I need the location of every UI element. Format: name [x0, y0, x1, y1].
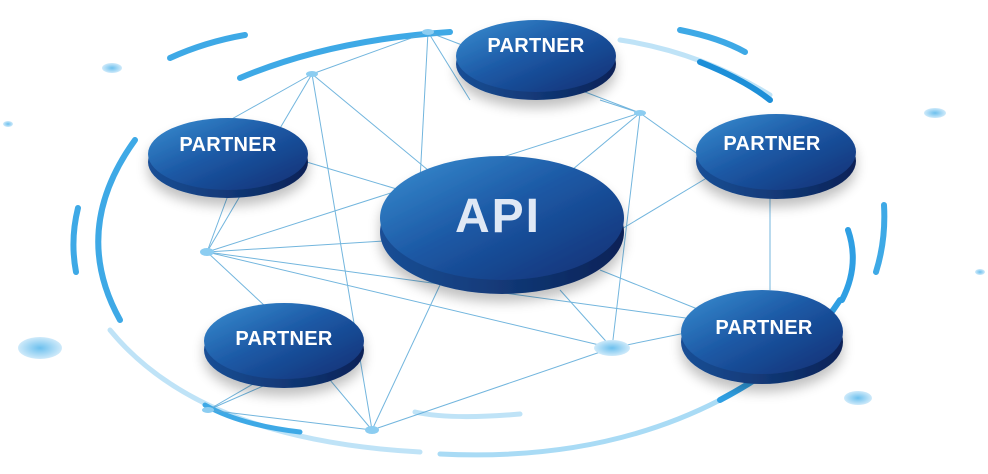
orbit-arc-bottom — [437, 397, 723, 458]
orbit-arc-far-left — [70, 205, 81, 275]
orbit-arc-right — [839, 227, 856, 303]
floating-dot — [102, 63, 122, 73]
floating-dots — [3, 63, 985, 405]
floating-dot — [3, 121, 13, 127]
partner-label: PARTNER — [715, 317, 813, 339]
orbit-arc-top — [237, 29, 453, 81]
api-disk-center: API — [380, 156, 624, 294]
hub-dot — [422, 29, 434, 35]
floating-dot — [18, 337, 62, 359]
hub-dot — [365, 426, 379, 434]
partner-disk-bottom-left: PARTNER — [204, 303, 364, 388]
partner-disk-left: PARTNER — [148, 118, 308, 198]
hub-dot — [200, 248, 214, 256]
hub-dot — [594, 340, 630, 356]
orbit-ring — [70, 27, 888, 458]
api-label: API — [455, 190, 541, 243]
orbit-arc-top-left — [167, 32, 248, 61]
connector-lines — [206, 31, 771, 431]
orbit-arc-left — [95, 137, 138, 323]
partner-disk-top: PARTNER — [456, 20, 616, 100]
orbit-arc-top-right-2 — [677, 27, 748, 55]
connector-hubs — [200, 29, 646, 434]
partner-label: PARTNER — [723, 133, 821, 155]
hub-dot — [306, 71, 318, 77]
hub-dot — [202, 407, 214, 413]
floating-dot — [844, 391, 872, 405]
floating-dot — [924, 108, 946, 118]
orbit-arc-far-right — [873, 202, 888, 275]
partner-disk-right: PARTNER — [696, 114, 856, 199]
orbit-arc-upper-right — [697, 59, 773, 103]
partner-disk-bottom-right: PARTNER — [681, 290, 843, 384]
floating-dot — [975, 269, 985, 275]
partner-label: PARTNER — [179, 134, 277, 156]
hub-dot — [634, 110, 646, 116]
partner-label: PARTNER — [235, 328, 333, 350]
orbit-arc-bottom-left-dash — [412, 409, 523, 420]
partner-label: PARTNER — [487, 35, 585, 57]
